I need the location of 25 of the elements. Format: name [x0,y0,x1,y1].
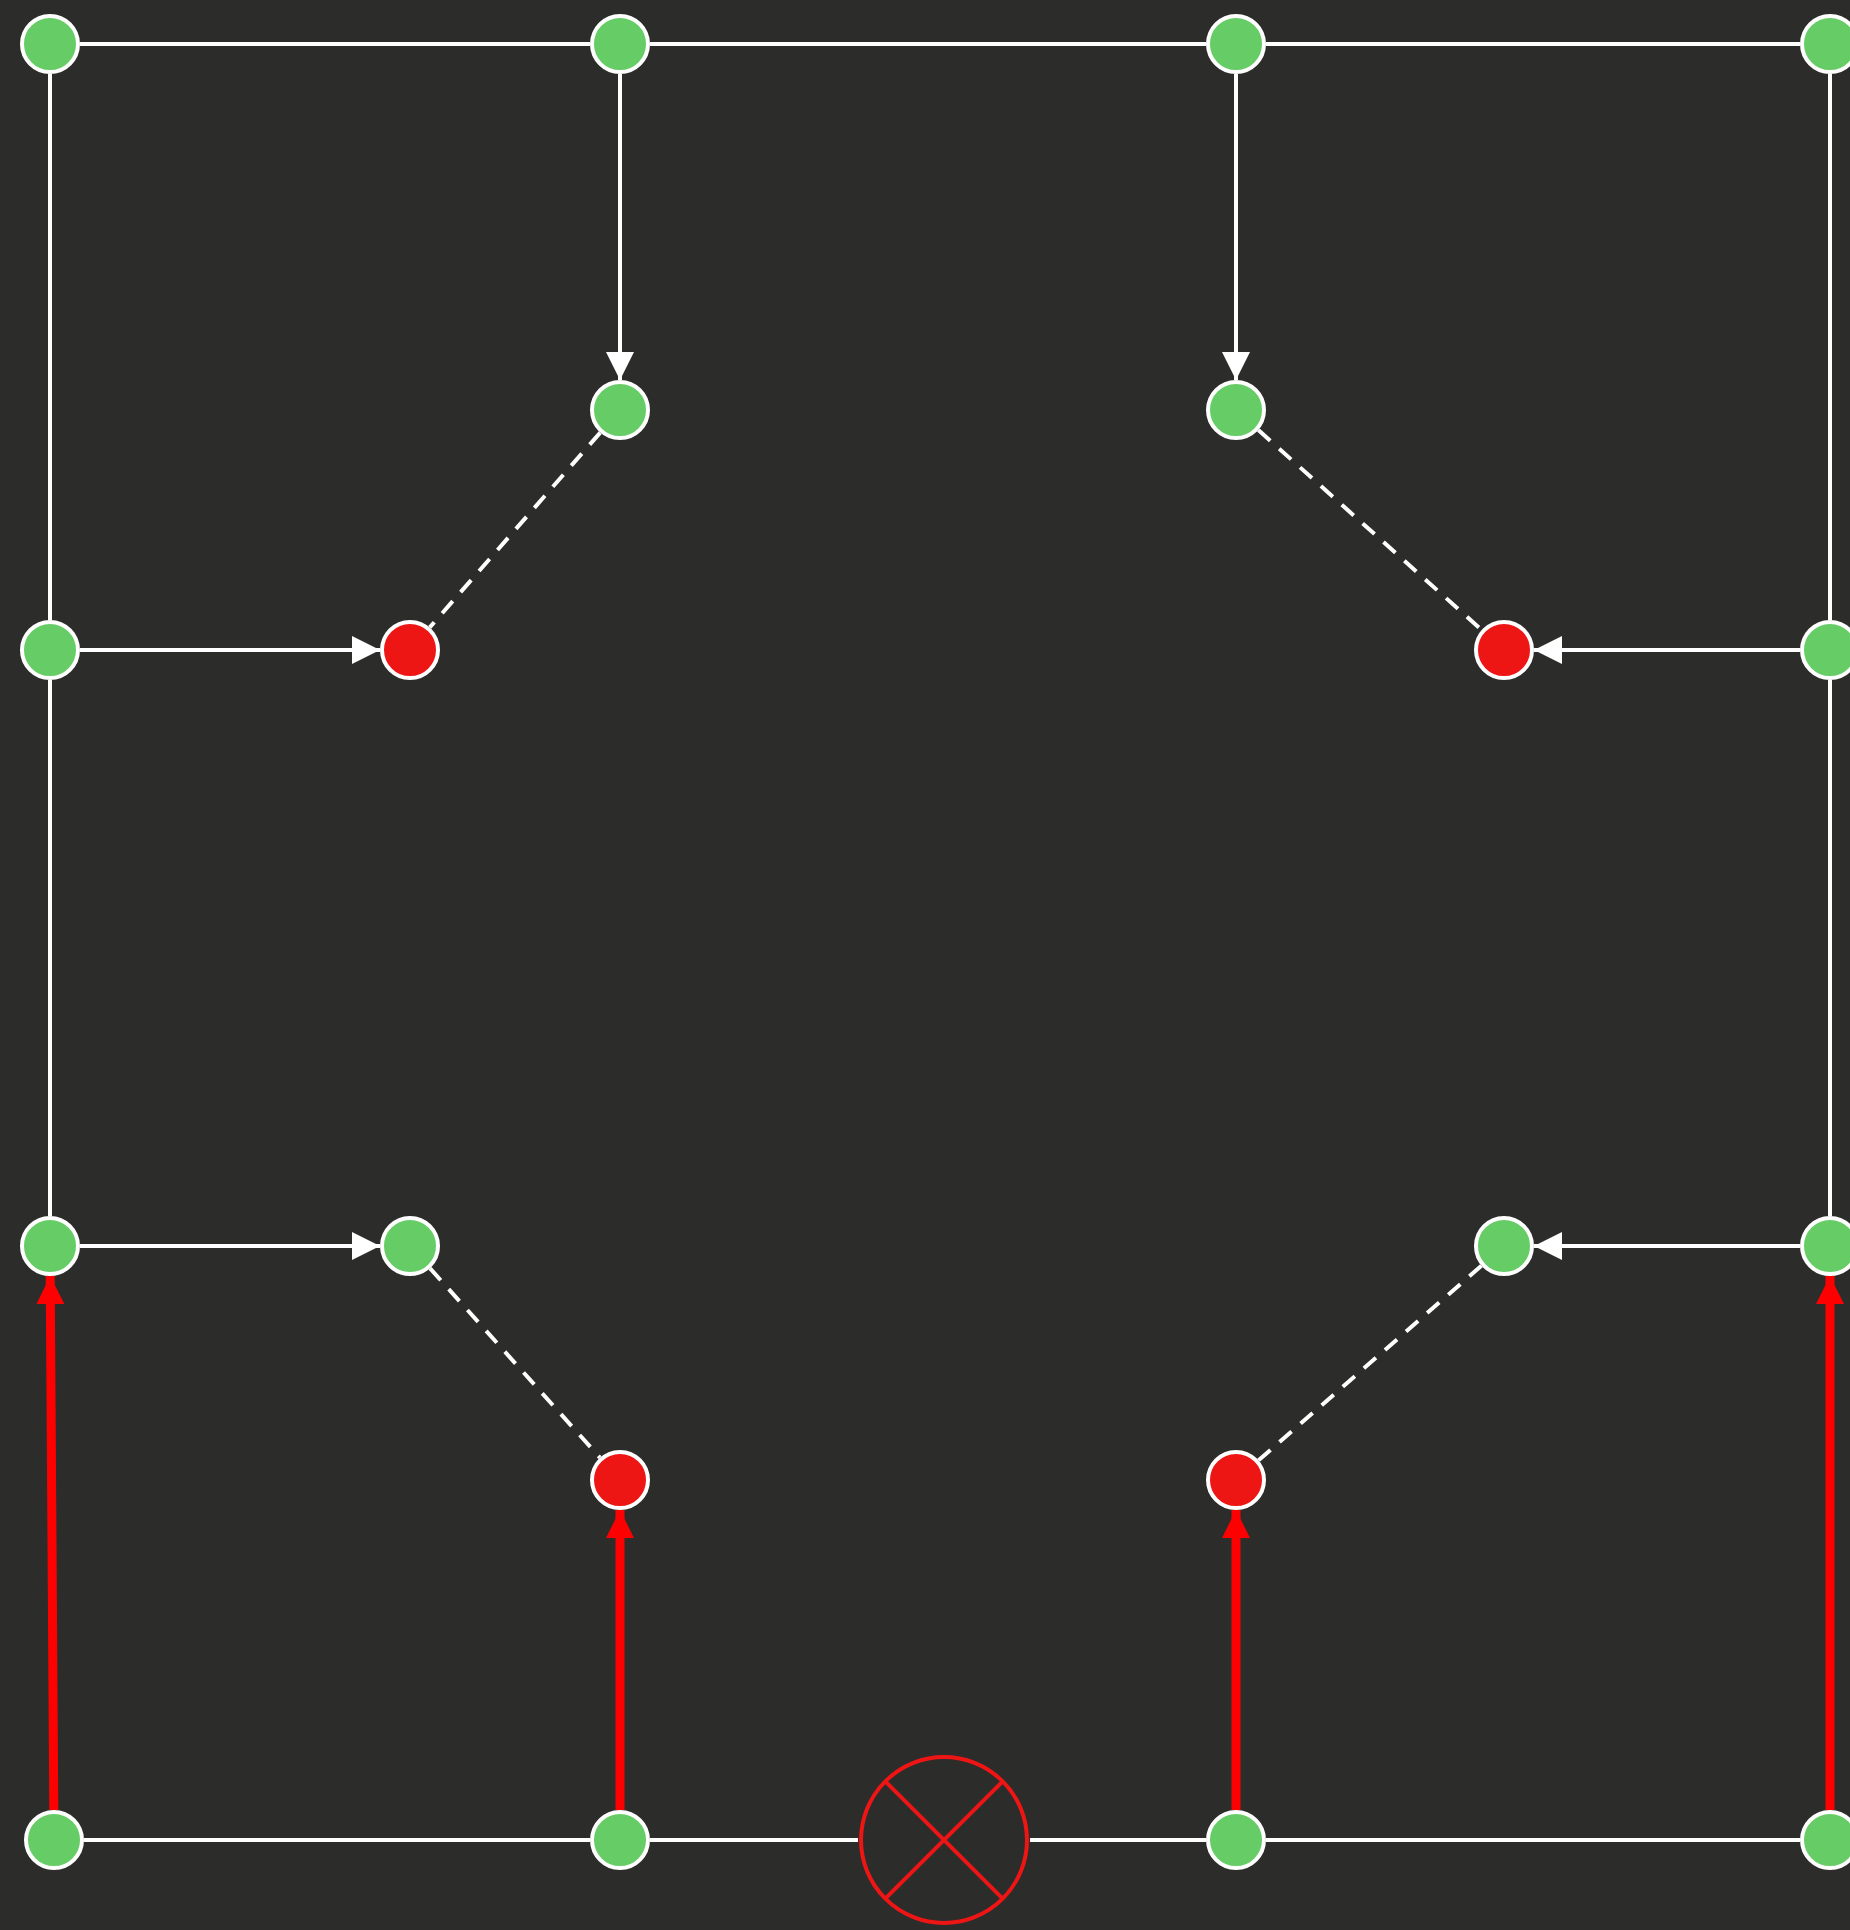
arrow [1816,1276,1844,1810]
connector-line [1030,1838,1206,1842]
arrow [606,1510,634,1810]
connector-line [48,680,52,1216]
arrow [606,74,634,380]
connector-line [1266,1838,1800,1842]
arrow [1534,636,1800,664]
connector-line [48,74,52,620]
dashed-connector [1257,428,1483,632]
connector-line [84,1838,590,1842]
arrow [1222,1510,1250,1810]
dashed-connector [1257,1264,1483,1462]
arrow [80,636,380,664]
connector-line [1828,74,1832,620]
dashed-connector [428,431,602,629]
dashed-connector [428,1267,602,1459]
connector-line [80,42,590,46]
connector-line [650,42,1206,46]
arrow [36,1275,65,1811]
arrow [1534,1232,1800,1260]
arrow [80,1232,380,1260]
connector-line [1828,680,1832,1216]
connector-line [650,1838,858,1842]
connector-line [1266,42,1800,46]
arrow [1222,74,1250,380]
